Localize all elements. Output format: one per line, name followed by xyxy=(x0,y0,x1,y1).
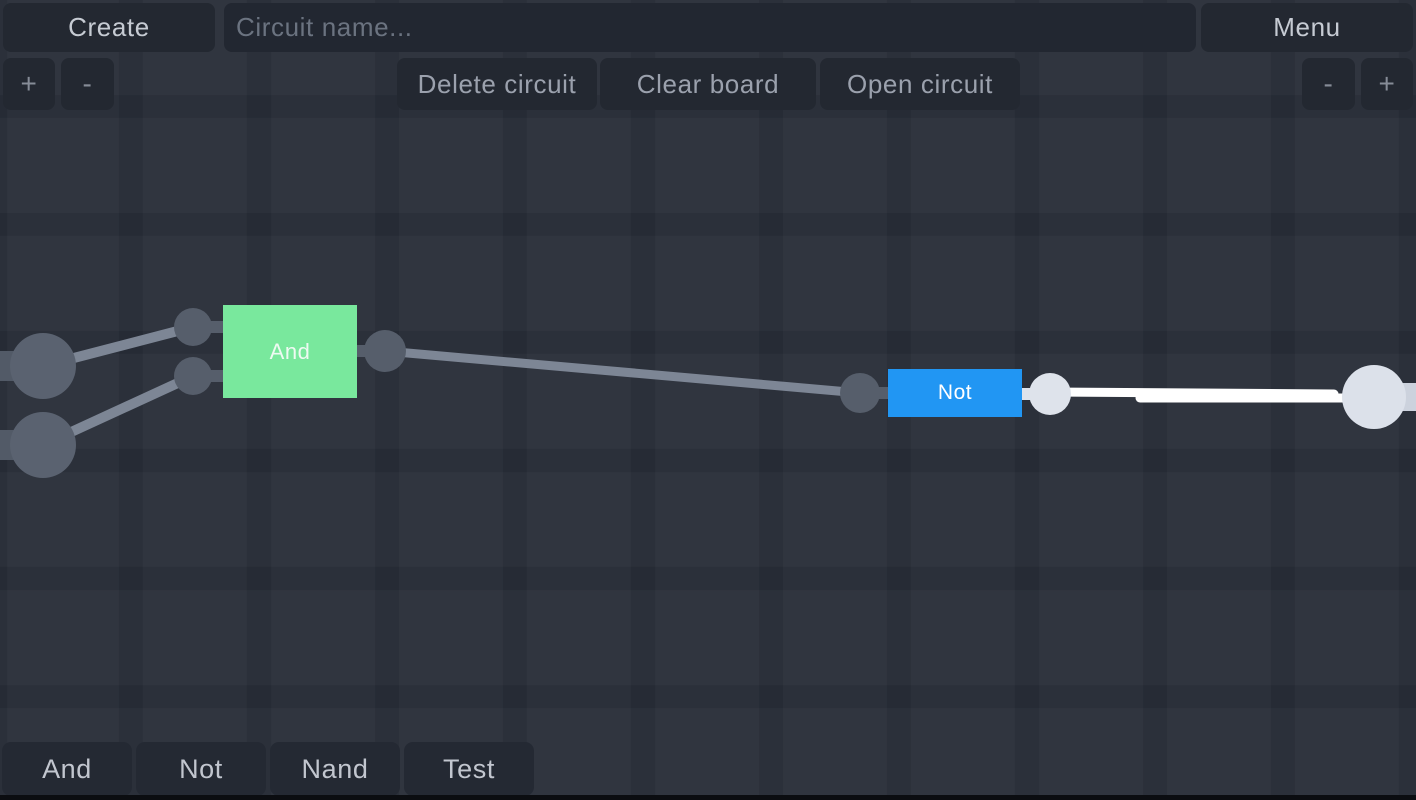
and-input-node-2[interactable] xyxy=(174,357,212,395)
create-button[interactable]: Create xyxy=(3,3,215,52)
and-input-node-1[interactable] xyxy=(174,308,212,346)
not-input-node[interactable] xyxy=(840,373,880,413)
palette-not-button[interactable]: Not xyxy=(136,742,266,796)
palette-test-button[interactable]: Test xyxy=(404,742,534,796)
zoom-in-button-left[interactable]: + xyxy=(3,58,55,110)
delete-circuit-button[interactable]: Delete circuit xyxy=(397,58,597,110)
circuit-output-node[interactable] xyxy=(1342,365,1406,429)
zoom-in-button-right[interactable]: + xyxy=(1361,58,1413,110)
circuit-name-input[interactable] xyxy=(224,3,1196,52)
gate-and[interactable]: And xyxy=(223,305,357,398)
wire-and-to-not xyxy=(380,346,865,398)
zoom-out-button-right[interactable]: - xyxy=(1302,58,1355,110)
open-circuit-button[interactable]: Open circuit xyxy=(820,58,1020,110)
gate-not[interactable]: Not xyxy=(888,369,1022,417)
palette-and-button[interactable]: And xyxy=(2,742,132,796)
menu-button[interactable]: Menu xyxy=(1201,3,1413,52)
palette-nand-button[interactable]: Nand xyxy=(270,742,400,796)
not-output-node[interactable] xyxy=(1029,373,1071,415)
and-output-node[interactable] xyxy=(364,330,406,372)
input-node-1[interactable] xyxy=(10,333,76,399)
system-bar xyxy=(0,795,1416,800)
zoom-out-button-left[interactable]: - xyxy=(61,58,114,110)
clear-board-button[interactable]: Clear board xyxy=(600,58,816,110)
input-node-2[interactable] xyxy=(10,412,76,478)
